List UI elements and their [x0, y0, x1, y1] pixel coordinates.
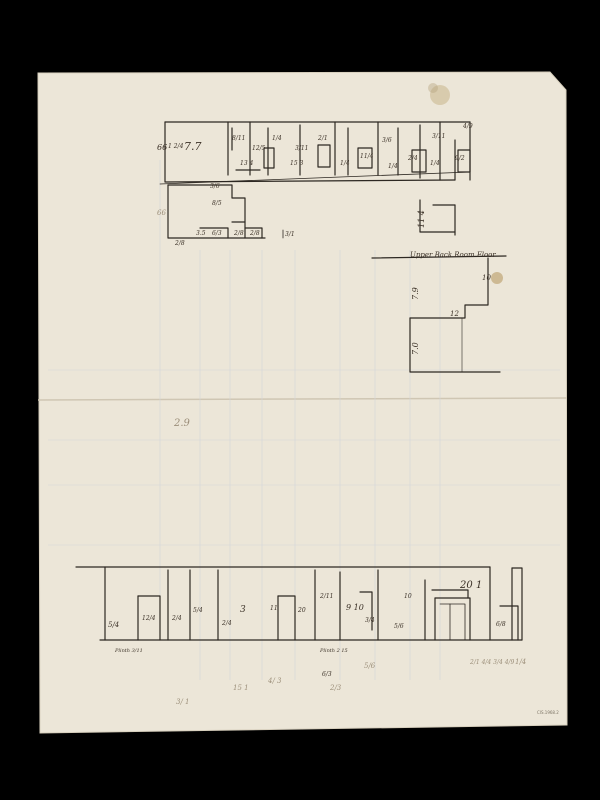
dim-label: 3.5 [196, 230, 206, 237]
dim-label: 10 [404, 593, 412, 600]
bottom-elevation-labels: 5/4 12/4 2/4 5/4 3 2/4 11 20 2/11 9 10 1… [108, 580, 506, 678]
dim-label: 2/4 [221, 620, 232, 627]
paper-sheet [37, 71, 568, 734]
dim-label: 1 2/4 [168, 143, 184, 150]
dim-label: 6/8 [496, 621, 506, 628]
dim-label: 20 1 [459, 580, 482, 591]
mid-left-plan [167, 184, 284, 239]
room-caption: Upper Back Room Floor [410, 251, 496, 259]
top-elevation-labels: 66 7.7 1 2/4 8/11 13 4 12/5 1/4 3/11 2/1… [157, 123, 473, 170]
dim-label: 2/4 [171, 615, 182, 622]
pencil-note: 5/6 [364, 662, 376, 670]
pencil-note: 2/3 [329, 684, 342, 692]
dim-label: 13 4 [240, 160, 254, 167]
dim-label: 3 [240, 605, 246, 615]
dim-label: 20 [297, 607, 306, 614]
catalog-mark: CIS.1968.2 [537, 710, 559, 715]
dim-label: 5/4 [108, 621, 119, 629]
dim-label: 8/11 [232, 135, 245, 142]
pencil-note: 2/1 4/4 3/4 4/9 [469, 659, 515, 666]
dim-label: 2/1 [317, 135, 328, 142]
plinth-note: 6/3 [322, 671, 332, 678]
dim-label: 2/8 [233, 230, 244, 237]
dim-label: 3/11 [432, 133, 445, 140]
stain [491, 272, 503, 284]
dim-label: 12 [450, 310, 459, 318]
dim-label: 1/4 [340, 160, 350, 167]
dim-label: 3/4 [365, 617, 375, 624]
pencil-note: 4/ 3 [267, 677, 282, 685]
dim-label: 15 3 [290, 160, 304, 167]
dim-label: 11/4 [360, 153, 374, 160]
stain [428, 83, 438, 93]
pencil-note: 3/ 1 [176, 698, 190, 706]
dim-label: 9/2 [455, 155, 465, 162]
dim-label: 12/5 [252, 145, 266, 152]
dim-label: 9 10 [346, 603, 364, 612]
dim-label: 2/8 [249, 230, 260, 237]
top-elevation [159, 121, 471, 185]
dim-label: 1/4 [272, 135, 282, 142]
paper-fold [37, 397, 568, 401]
dim-label: 2/8 [174, 240, 185, 247]
dim-label: 8/5 [212, 200, 222, 207]
dim-label: 2/4 [407, 155, 418, 162]
dim-label: 66 [157, 143, 167, 152]
dim-label: 1/4 [388, 163, 398, 170]
pencil-note: 15 1 [233, 684, 249, 692]
dim-label: 11 4 [417, 210, 426, 228]
plinth-note: Plinth 2 15 [319, 648, 348, 654]
dim-label: 66 [157, 209, 166, 217]
dim-label: 5/6 [394, 623, 404, 630]
pencil-notes: 3/ 1 15 1 4/ 3 2/3 5/6 2/1 4/4 3/4 4/9 1… [176, 658, 526, 706]
dim-label: 6/3 [212, 230, 222, 237]
mid-right-detail [371, 199, 507, 373]
plinth-note: Plinth 3/11 [114, 648, 143, 654]
dim-label: 1/4 [430, 160, 440, 167]
center-label: 2.9 [173, 418, 191, 429]
bottom-elevation [75, 566, 523, 641]
mid-right-labels: 11 4 Upper Back Room Floor 7.9 7.0 10 12 [410, 210, 496, 355]
dim-label: 3/11 [295, 145, 308, 152]
mid-left-plan-labels: 66 3/6 8/5 3.5 6/3 2/8 2/8 2/8 3/1 [157, 183, 295, 247]
dim-label: 7.7 [184, 140, 202, 153]
dim-label: 3/6 [382, 137, 392, 144]
dim-label: 3/1 [285, 231, 295, 238]
dim-label: 5/4 [193, 607, 203, 614]
dim-label: 7.9 [411, 287, 420, 300]
dim-label: 7.0 [411, 342, 420, 355]
dim-label: 3/6 [210, 183, 220, 190]
stain [430, 85, 450, 105]
dim-label: 11 [270, 605, 278, 612]
pencil-note: 1/4 [515, 658, 526, 666]
dim-label: 12/4 [142, 615, 156, 622]
dim-label: 2/11 [319, 593, 333, 600]
dim-label: 4/9 [462, 123, 473, 130]
ruled-lines [48, 160, 560, 680]
dim-label: 10 [482, 274, 491, 282]
